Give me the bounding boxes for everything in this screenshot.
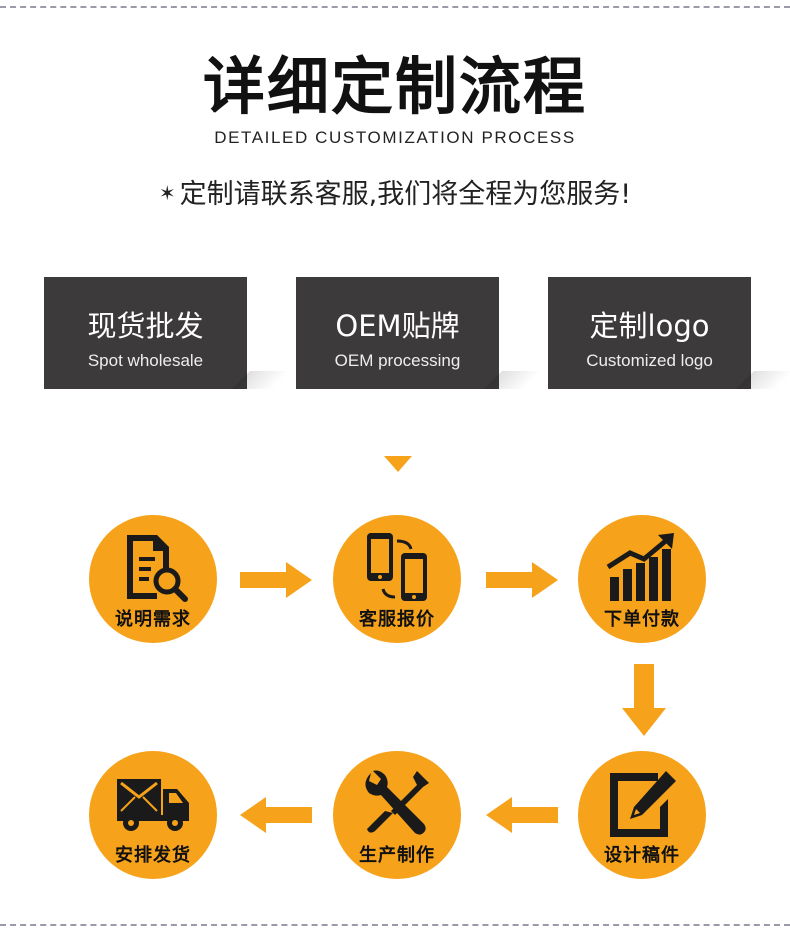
option-title: 定制logo [589, 309, 710, 343]
growth-chart-icon [606, 533, 674, 601]
page-title: 详细定制流程 [202, 50, 587, 123]
step-label: 下单付款 [604, 609, 680, 630]
step-label: 生产制作 [359, 845, 435, 866]
phones-icon [367, 533, 427, 601]
step-requirements: 说明需求 [89, 515, 217, 643]
step-label: 设计稿件 [604, 845, 680, 866]
arrow-right-icon [486, 562, 558, 598]
arrow-left-icon [486, 797, 558, 833]
arrow-left-icon [240, 797, 312, 833]
arrow-right-icon [240, 562, 312, 598]
tagline-text: 定制请联系客服,我们将全程为您服务! [179, 179, 632, 210]
tools-icon [365, 770, 429, 835]
bottom-dashed-divider [0, 924, 790, 926]
option-card-spot-wholesale[interactable]: 现货批发 Spot wholesale [44, 277, 247, 389]
top-dashed-divider [0, 6, 790, 8]
down-triangle-icon [384, 456, 412, 472]
star-icon: ✶ [158, 181, 176, 205]
step-label: 安排发货 [115, 845, 191, 866]
step-label: 客服报价 [359, 609, 435, 630]
option-card-oem[interactable]: OEM贴牌 OEM processing [296, 277, 499, 389]
delivery-truck-icon [117, 779, 189, 831]
step-quote: 客服报价 [333, 515, 461, 643]
step-shipping: 安排发货 [89, 751, 217, 879]
option-subtitle: Spot wholesale [87, 351, 204, 370]
arrow-down-icon [622, 664, 666, 736]
step-production: 生产制作 [333, 751, 461, 879]
edit-pencil-icon [610, 771, 676, 837]
option-subtitle: OEM processing [334, 351, 461, 370]
option-subtitle: Customized logo [586, 351, 713, 370]
option-title: OEM贴牌 [335, 309, 460, 343]
tagline: ✶定制请联系客服,我们将全程为您服务! [0, 172, 790, 211]
option-cards: 现货批发 Spot wholesale OEM贴牌 OEM processing… [44, 277, 784, 389]
step-payment: 下单付款 [578, 515, 706, 643]
step-label: 说明需求 [115, 609, 191, 630]
option-title: 现货批发 [87, 309, 204, 343]
option-card-custom-logo[interactable]: 定制logo Customized logo [548, 277, 751, 389]
document-search-icon [127, 535, 188, 602]
page-subtitle: DETAILED CUSTOMIZATION PROCESS [214, 128, 576, 147]
step-design: 设计稿件 [578, 751, 706, 879]
